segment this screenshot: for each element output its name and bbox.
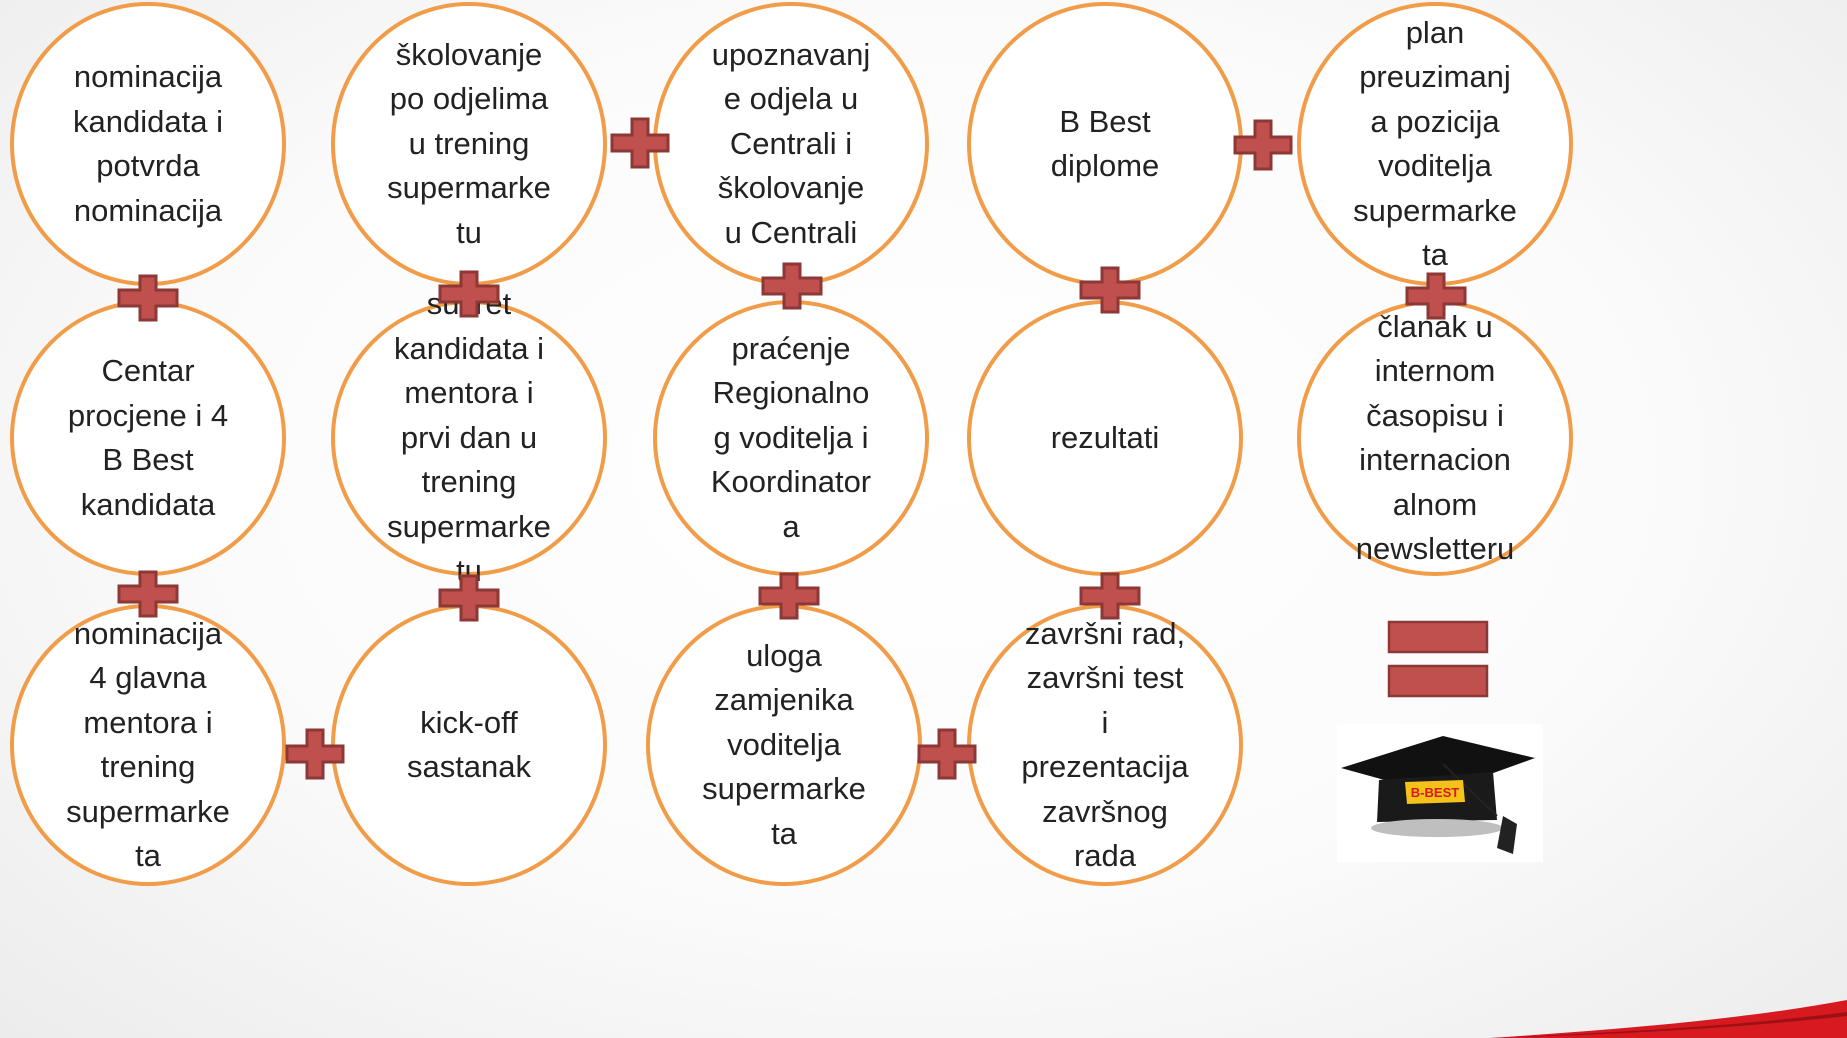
node-label: B Best diplome — [1050, 103, 1160, 184]
graduation-cap-icon: B-BEST — [1341, 736, 1535, 854]
plus-icon — [117, 570, 179, 618]
equals-icon — [1387, 620, 1489, 698]
node-label: završni rad, završni test i prezentacija… — [1021, 615, 1189, 874]
node-label: upoznavanj e odjela u Centrali i školova… — [711, 36, 871, 250]
node-label: kick-off sastanak — [406, 704, 532, 785]
plus-icon — [1079, 266, 1141, 314]
node-nomination: nominacija kandidata i potvrda nominacij… — [10, 2, 286, 286]
node-regional-tracking: praćenje Regionalno g voditelja i Koordi… — [653, 300, 929, 576]
plus-icon — [610, 117, 670, 169]
plus-icon — [1233, 119, 1293, 171]
node-deputy-role: uloga zamjenika voditelja supermarke ta — [646, 604, 922, 886]
node-label: susret kandidata i mentora i prvi dan u … — [387, 286, 551, 589]
b-best-logo: B-BEST — [1337, 724, 1543, 862]
node-label: članak u internom časopisu i internacion… — [1355, 308, 1515, 567]
node-newsletter-article: članak u internom časopisu i internacion… — [1297, 300, 1573, 576]
plus-icon — [1079, 572, 1141, 620]
plus-icon — [438, 574, 500, 622]
node-label: nominacija 4 glavna mentora i trening su… — [66, 615, 230, 874]
node-kickoff: kick-off sastanak — [331, 604, 607, 886]
node-label: nominacija kandidata i potvrda nominacij… — [73, 59, 223, 228]
svg-text:B-BEST: B-BEST — [1411, 785, 1459, 800]
node-label: rezultati — [1050, 419, 1160, 455]
node-label: praćenje Regionalno g voditelja i Koordi… — [710, 330, 872, 544]
corner-accent — [1490, 1000, 1847, 1038]
node-label: uloga zamjenika voditelja supermarke ta — [702, 637, 866, 851]
node-label: školovanje po odjelima u trening superma… — [387, 36, 551, 250]
node-results: rezultati — [967, 300, 1243, 576]
node-label: plan preuzimanj a pozicija voditelja sup… — [1353, 14, 1517, 273]
plus-icon — [917, 728, 977, 780]
plus-icon — [761, 262, 823, 310]
node-label: Centar procjene i 4 B Best kandidata — [67, 353, 229, 522]
node-central-departments: upoznavanj e odjela u Centrali i školova… — [653, 2, 929, 286]
node-diplomas: B Best diplome — [967, 2, 1243, 286]
plus-icon — [758, 572, 820, 620]
node-mentor-nomination: nominacija 4 glavna mentora i trening su… — [10, 604, 286, 886]
node-final-work: završni rad, završni test i prezentacija… — [967, 604, 1243, 886]
node-assessment-center: Centar procjene i 4 B Best kandidata — [10, 300, 286, 576]
plus-icon — [438, 270, 500, 318]
plus-icon — [117, 274, 179, 322]
node-takeover-plan: plan preuzimanj a pozicija voditelja sup… — [1297, 2, 1573, 286]
node-department-training: školovanje po odjelima u trening superma… — [331, 2, 607, 286]
plus-icon — [1405, 272, 1467, 320]
plus-icon — [285, 728, 345, 780]
node-mentor-meeting: susret kandidata i mentora i prvi dan u … — [331, 286, 607, 588]
